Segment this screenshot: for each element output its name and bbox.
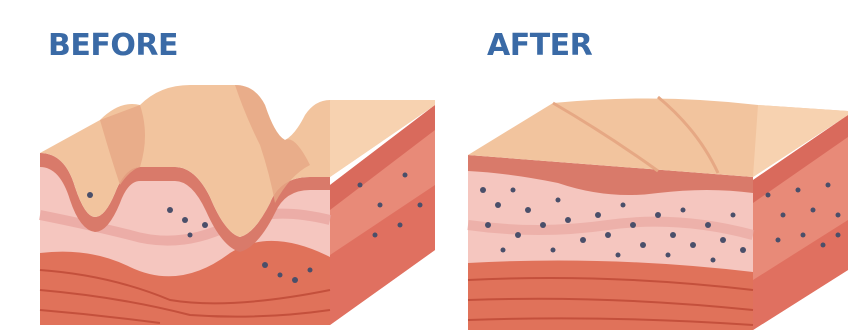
after-label: AFTER <box>487 28 592 63</box>
before-label: BEFORE <box>48 28 178 63</box>
after-skin-diagram <box>458 75 858 330</box>
before-skin-diagram <box>30 75 445 330</box>
